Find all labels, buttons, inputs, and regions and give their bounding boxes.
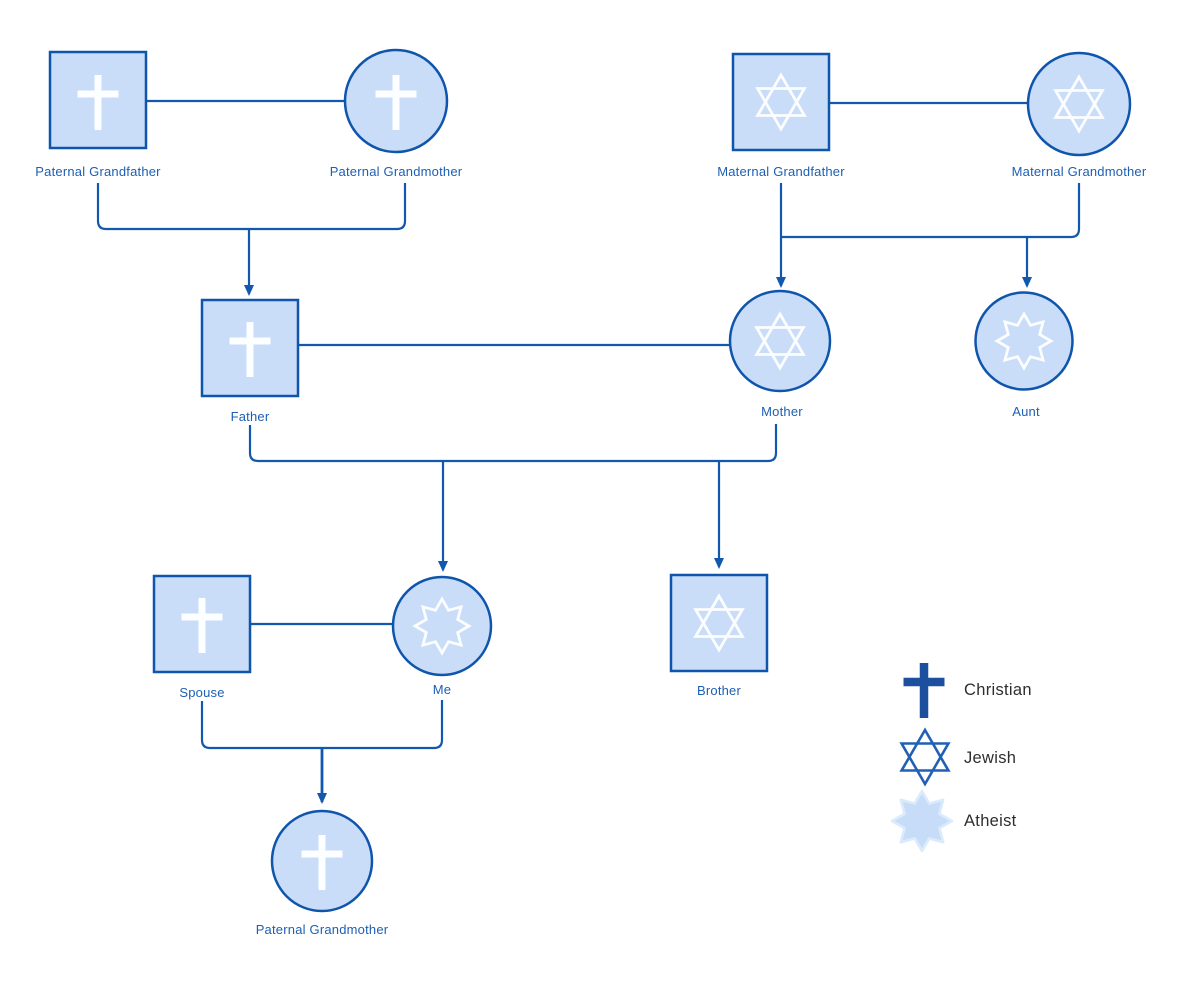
person-label: Paternal Grandfather [35,164,161,179]
legend-item-jewish: Jewish [900,728,1016,786]
person-label: Aunt [1012,404,1040,419]
node-spouse[interactable]: Spouse [152,574,252,700]
node-paternal-grandmother[interactable]: Paternal Grandmother [330,48,463,179]
node-paternal-grandfather[interactable]: Paternal Grandfather [35,50,161,179]
person-label: Mother [761,404,803,419]
connectors [96,99,1081,804]
female-shape[interactable] [1026,51,1132,157]
person-label: Paternal Grandmother [256,922,389,937]
female-shape[interactable] [391,575,493,677]
bracket-spouse-me [200,700,444,750]
node-aunt[interactable]: Aunt [974,291,1074,420]
eight-point-star-icon [890,789,954,853]
person-label: Father [231,409,270,424]
node-maternal-grandmother[interactable]: Maternal Grandmother [1012,51,1147,179]
node-maternal-grandfather[interactable]: Maternal Grandfather [717,52,845,179]
legend-label: Atheist [964,812,1017,830]
legend: Christian Jewish Atheist [890,663,1032,853]
star-of-david-icon [900,728,950,786]
person-label: Me [433,682,451,697]
male-shape[interactable] [731,52,831,152]
person-label: Maternal Grandmother [1012,164,1147,179]
node-father[interactable]: Father [200,298,300,424]
node-child[interactable]: Paternal Grandmother [256,809,389,937]
node-me[interactable]: Me [391,575,493,697]
male-shape[interactable] [669,573,769,673]
legend-item-atheist: Atheist [890,789,1017,853]
legend-label: Christian [964,681,1032,699]
bracket-father-mother [248,424,778,463]
person-label: Brother [697,683,742,698]
person-label: Paternal Grandmother [330,164,463,179]
legend-item-christian: Christian [904,663,1032,718]
female-shape[interactable] [974,291,1074,391]
node-brother[interactable]: Brother [669,573,769,698]
person-label: Maternal Grandfather [717,164,845,179]
person-label: Spouse [179,685,224,700]
node-mother[interactable]: Mother [728,289,832,419]
cross-icon [904,663,945,718]
female-shape[interactable] [728,289,832,393]
bracket-paternal-grandparents [96,183,407,231]
bracket-maternal-grandparents [781,183,1081,239]
legend-label: Jewish [964,749,1016,767]
